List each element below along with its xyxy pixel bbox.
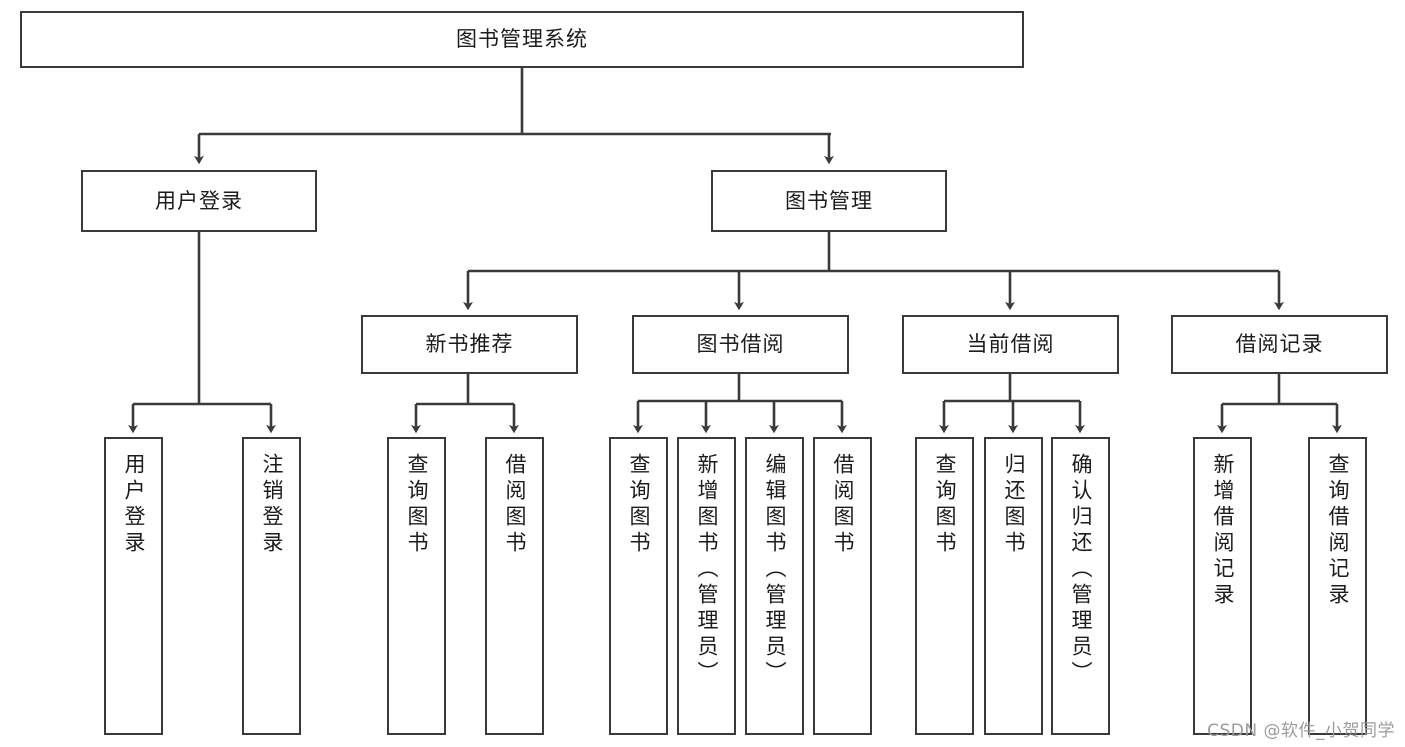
node-borrow-record[interactable]: 借阅记录 bbox=[1171, 315, 1388, 374]
leaf-label: 新增图书（管理员） bbox=[695, 453, 719, 687]
leaf-book-borrow-3[interactable]: 借阅图书 bbox=[813, 437, 872, 735]
node-label: 当前借阅 bbox=[966, 332, 1055, 357]
node-label: 图书管理 bbox=[785, 188, 873, 213]
leaf-label: 查询图书 bbox=[405, 453, 429, 557]
leaf-label: 查询图书 bbox=[933, 453, 957, 557]
node-book-borrow[interactable]: 图书借阅 bbox=[632, 315, 849, 374]
leaf-borrow-record-0[interactable]: 新增借阅记录 bbox=[1193, 437, 1252, 735]
leaf-user-login-0[interactable]: 用户登录 bbox=[104, 437, 163, 735]
leaf-book-borrow-2[interactable]: 编辑图书（管理员） bbox=[745, 437, 804, 735]
leaf-current-borrow-0[interactable]: 查询图书 bbox=[915, 437, 974, 735]
node-root-system[interactable]: 图书管理系统 bbox=[20, 11, 1024, 68]
leaf-label: 查询图书 bbox=[627, 453, 651, 557]
leaf-label: 查询借阅记录 bbox=[1326, 453, 1350, 609]
node-label: 用户登录 bbox=[155, 188, 243, 213]
leaf-new-book-rec-1[interactable]: 借阅图书 bbox=[485, 437, 544, 735]
node-label: 借阅记录 bbox=[1235, 332, 1324, 357]
leaf-borrow-record-1[interactable]: 查询借阅记录 bbox=[1308, 437, 1367, 735]
leaf-label: 借阅图书 bbox=[503, 453, 527, 557]
leaf-label: 新增借阅记录 bbox=[1211, 453, 1235, 609]
node-user-login[interactable]: 用户登录 bbox=[81, 170, 317, 232]
leaf-label: 用户登录 bbox=[122, 453, 146, 557]
leaf-current-borrow-1[interactable]: 归还图书 bbox=[984, 437, 1043, 735]
node-current-borrow[interactable]: 当前借阅 bbox=[902, 315, 1119, 374]
leaf-label: 借阅图书 bbox=[831, 453, 855, 557]
leaf-label: 注销登录 bbox=[260, 453, 284, 557]
node-label: 图书管理系统 bbox=[456, 27, 588, 52]
leaf-book-borrow-1[interactable]: 新增图书（管理员） bbox=[677, 437, 736, 735]
leaf-current-borrow-2[interactable]: 确认归还（管理员） bbox=[1051, 437, 1110, 735]
leaf-new-book-rec-0[interactable]: 查询图书 bbox=[387, 437, 446, 735]
node-new-book-recommend[interactable]: 新书推荐 bbox=[361, 315, 578, 374]
node-book-management[interactable]: 图书管理 bbox=[711, 170, 947, 232]
leaf-label: 编辑图书（管理员） bbox=[763, 453, 787, 687]
node-label: 图书借阅 bbox=[696, 332, 785, 357]
leaf-label: 确认归还（管理员） bbox=[1069, 453, 1093, 687]
leaf-label: 归还图书 bbox=[1002, 453, 1026, 557]
leaf-user-login-1[interactable]: 注销登录 bbox=[242, 437, 301, 735]
node-label: 新书推荐 bbox=[425, 332, 514, 357]
csdn-watermark: CSDN @软件_小贺同学 bbox=[1207, 721, 1395, 741]
leaf-book-borrow-0[interactable]: 查询图书 bbox=[609, 437, 668, 735]
